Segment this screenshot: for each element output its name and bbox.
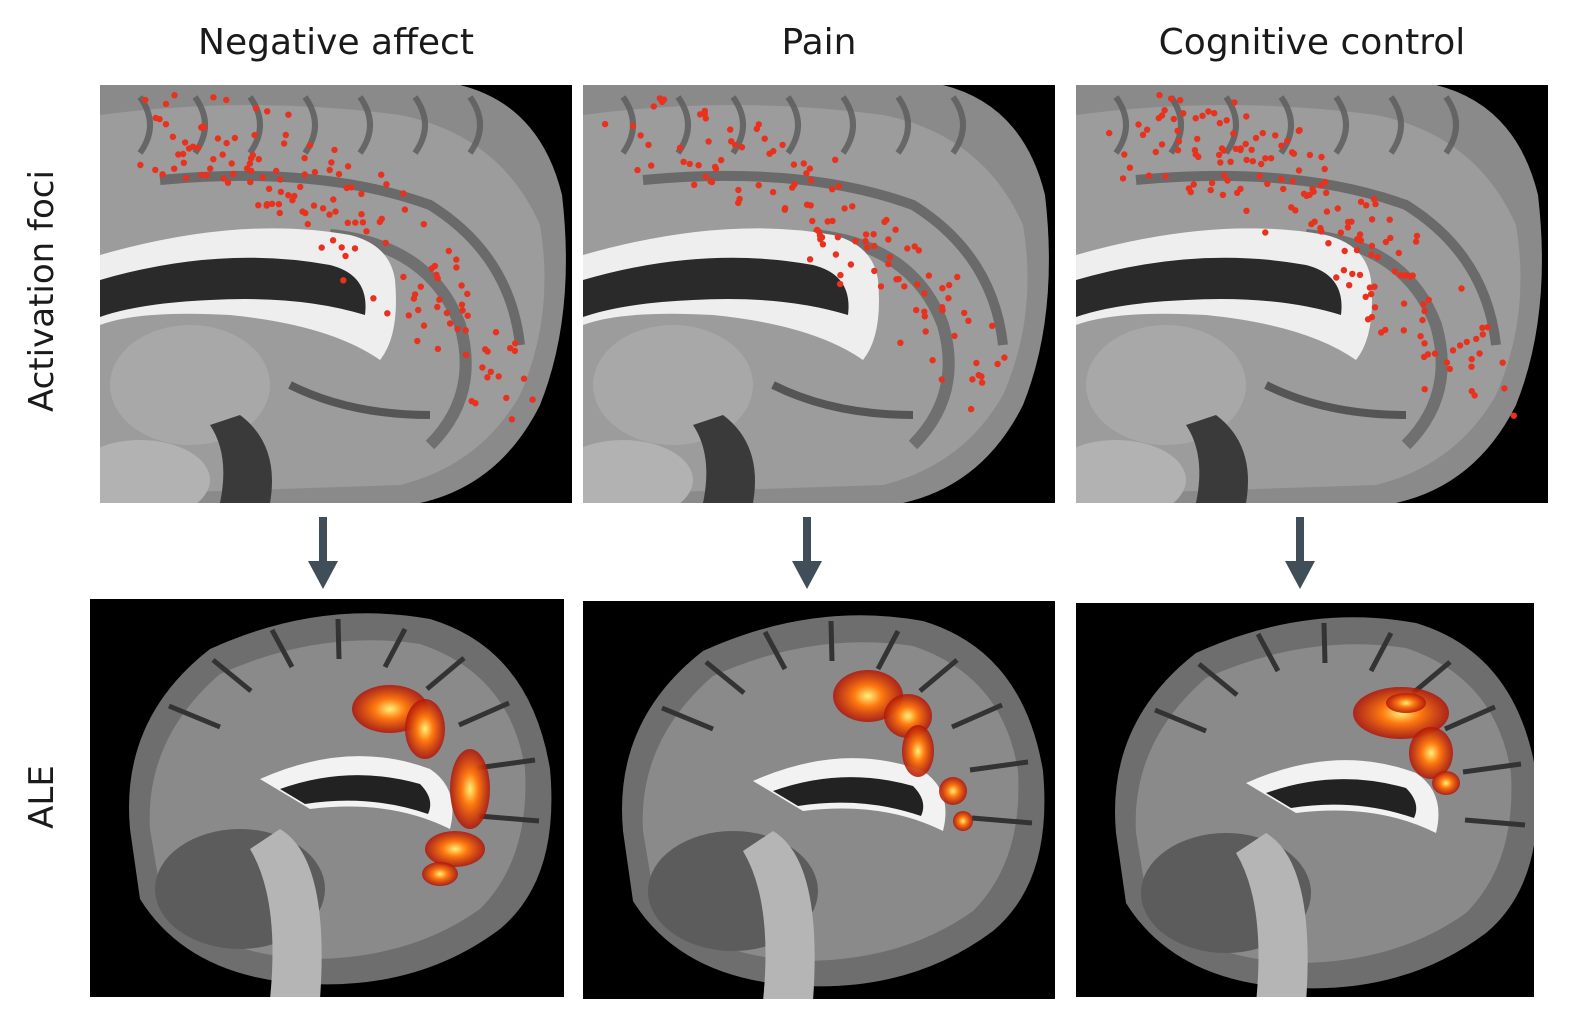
title-pain: Pain [781,22,857,63]
row-label-ale: ALE [22,765,62,829]
row-label-activation-foci: Activation foci [22,170,62,412]
title-cognitive-control: Cognitive control [1158,22,1466,63]
foci-panel-cognitive-control [1076,85,1548,503]
down-arrow-icon [308,517,338,589]
foci-panel-negative-affect [100,85,572,503]
ale-panel-cognitive-control [1076,603,1534,997]
down-arrow-icon [792,517,822,589]
ale-panel-negative-affect [90,599,564,997]
ale-panel-pain [583,601,1055,999]
down-arrow-icon [1285,517,1315,589]
title-negative-affect: Negative affect [198,22,474,63]
foci-panel-pain [583,85,1055,503]
